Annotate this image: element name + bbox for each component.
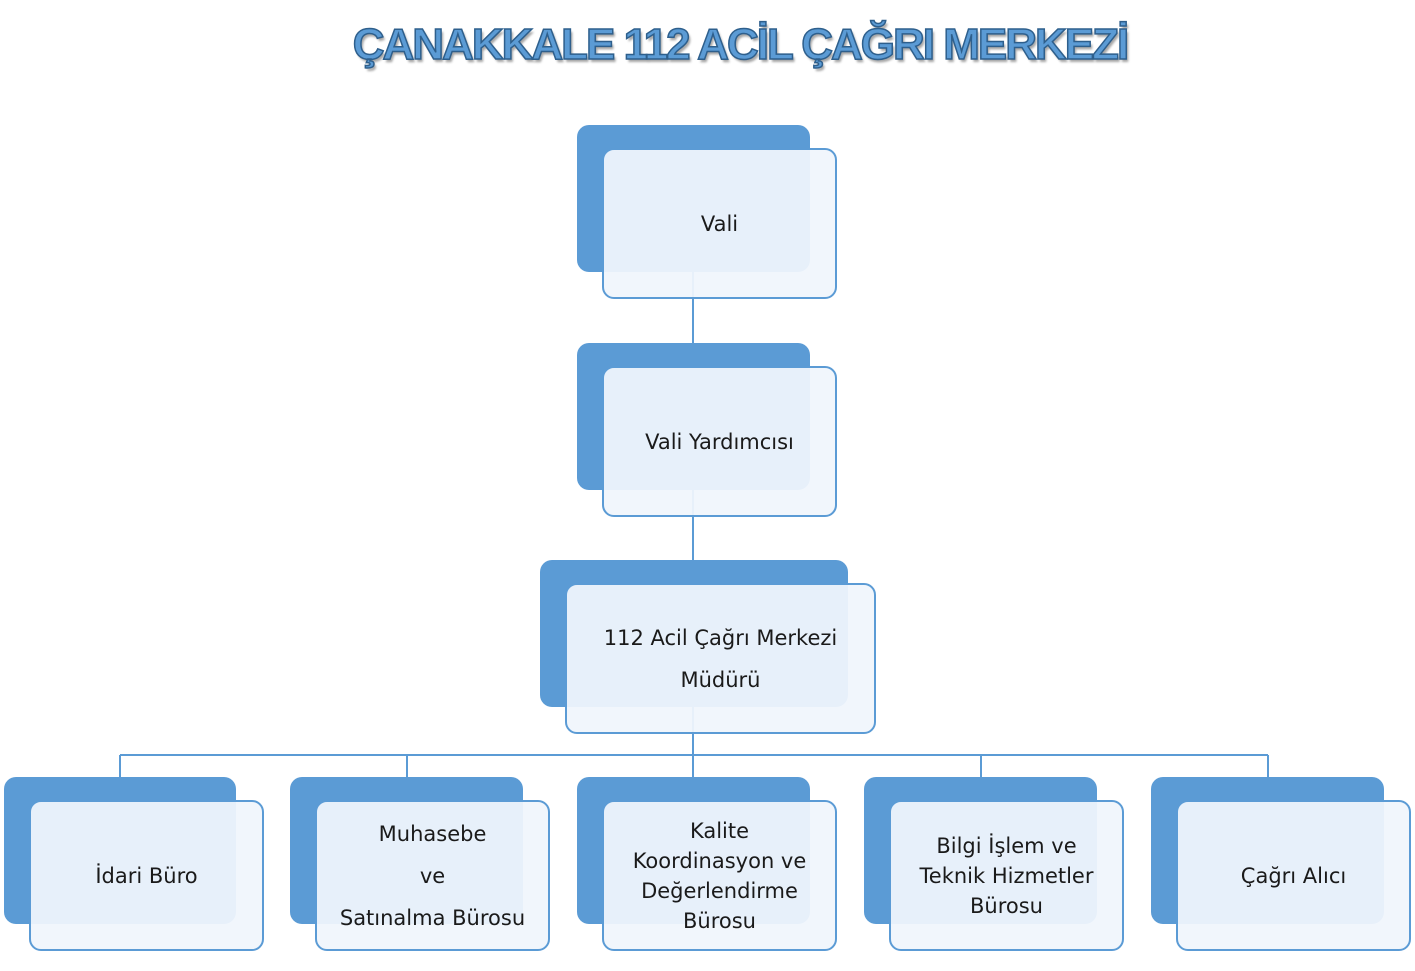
node-cagri-alici: Çağrı Alıcı: [1151, 777, 1413, 951]
page-title: ÇANAKKALE 112 ACİL ÇAĞRI MERKEZİ: [352, 19, 1130, 70]
node-cagri-alici-line-1: Çağrı Alıcı: [1240, 863, 1347, 888]
node-bilgi-islem-line-3: Bürosu: [970, 893, 1043, 918]
node-kalite-box: Kalite Koordinasyon ve Değerlendirme Bür…: [602, 800, 837, 951]
node-muhasebe-line-3: Satınalma Bürosu: [339, 905, 526, 930]
node-bilgi-islem-box: Bilgi İşlem ve Teknik Hizmetler Bürosu: [889, 800, 1124, 951]
node-kalite-line-2: Koordinasyon ve: [632, 848, 807, 873]
node-vali: Vali: [577, 125, 839, 299]
node-bilgi-islem-line-1: Bilgi İşlem ve: [936, 833, 1077, 858]
node-vali-box: Vali: [602, 148, 837, 299]
node-mudur-line-1: 112 Acil Çağrı Merkezi: [603, 625, 838, 650]
node-muhasebe-box: Muhasebe ve Satınalma Bürosu: [315, 800, 550, 951]
node-bilgi-islem-line-2: Teknik Hizmetler: [919, 863, 1094, 888]
node-idari-buro: İdari Büro: [4, 777, 264, 951]
node-mudur: 112 Acil Çağrı Merkezi Müdürü: [540, 560, 876, 734]
node-idari-buro-box: İdari Büro: [29, 800, 264, 951]
node-kalite-line-4: Bürosu: [683, 908, 756, 933]
node-kalite-line-3: Değerlendirme: [641, 878, 798, 903]
node-vali-yardimcisi-line-1: Vali Yardımcısı: [645, 429, 794, 454]
node-mudur-line-2: Müdürü: [680, 667, 761, 692]
node-vali-yardimcisi-box: Vali Yardımcısı: [602, 366, 837, 517]
node-muhasebe: Muhasebe ve Satınalma Bürosu: [290, 777, 552, 951]
node-bilgi-islem: Bilgi İşlem ve Teknik Hizmetler Bürosu: [864, 777, 1126, 951]
node-mudur-box: 112 Acil Çağrı Merkezi Müdürü: [565, 583, 876, 734]
node-kalite: Kalite Koordinasyon ve Değerlendirme Bür…: [577, 777, 839, 951]
node-vali-line-1: Vali: [700, 211, 739, 236]
node-cagri-alici-box: Çağrı Alıcı: [1176, 800, 1411, 951]
node-muhasebe-line-2: ve: [419, 863, 446, 888]
node-idari-buro-line-1: İdari Büro: [95, 863, 198, 888]
node-kalite-line-1: Kalite: [689, 818, 750, 843]
node-muhasebe-line-1: Muhasebe: [378, 821, 487, 846]
node-vali-yardimcisi: Vali Yardımcısı: [577, 343, 839, 517]
